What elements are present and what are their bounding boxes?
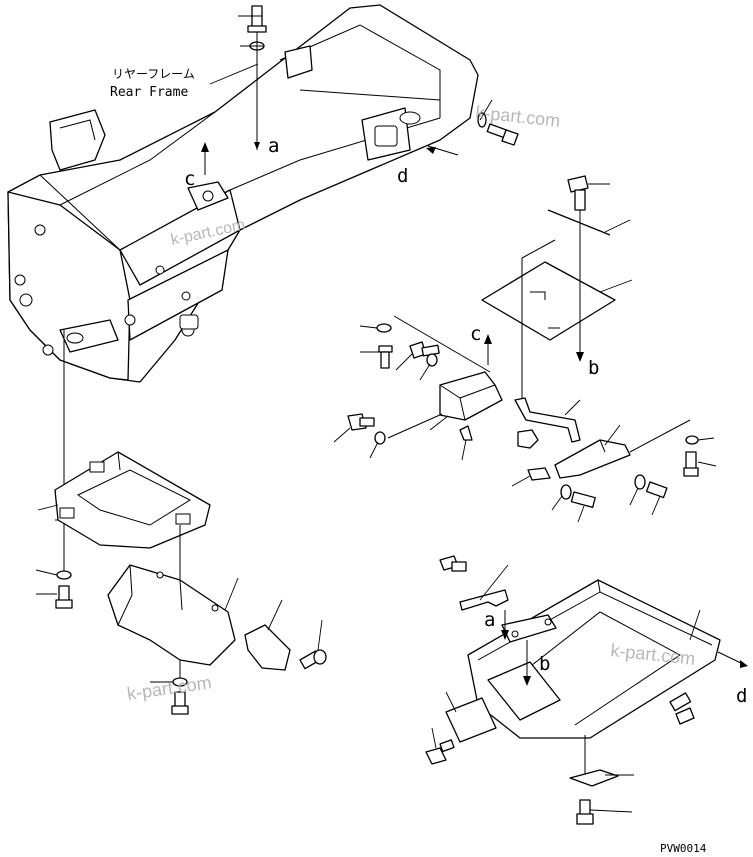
bottom-bolt — [576, 799, 633, 825]
bottom-bracket — [569, 769, 634, 787]
guard-inner-bracket — [501, 614, 557, 643]
small-bracket-right — [511, 467, 551, 487]
guard-bolt-right — [669, 692, 695, 725]
arrow-c-frame: c — [184, 142, 209, 190]
bolts-mid-left — [333, 315, 491, 459]
top-bolt-with-washer — [238, 5, 267, 150]
figure-code: PVW0014 — [660, 842, 707, 855]
right-guard — [554, 419, 691, 479]
rear-bolt-d: d — [397, 99, 519, 187]
label-a-top: a — [268, 135, 279, 157]
guard-pad — [445, 691, 497, 743]
small-clip-mid — [459, 425, 473, 461]
arrow-a-frame: a — [256, 135, 279, 157]
arrow-c-mid: c — [470, 323, 492, 365]
label-a-lower: a — [484, 609, 495, 631]
rear-frame-label-jp: リヤーフレーム — [112, 67, 195, 81]
arrow-d-lower: d — [717, 651, 748, 707]
rear-frame — [7, 4, 479, 383]
watermark-3: k-part.com — [126, 672, 213, 704]
guard-bolt-left — [425, 727, 455, 765]
label-c-frame: c — [184, 168, 195, 190]
rear-frame-label: リヤーフレーム Rear Frame — [110, 63, 259, 100]
lower-left-bolt — [35, 569, 73, 609]
clip-bolt — [299, 619, 327, 670]
label-b-lower: b — [539, 653, 550, 675]
arrow-a-lower: a — [484, 609, 509, 640]
watermark-1: k-part.com — [475, 102, 562, 131]
lower-center-bolt — [150, 677, 189, 715]
clip-small — [244, 599, 291, 671]
arrow-b-lower: b — [523, 640, 550, 686]
long-rod — [547, 209, 631, 236]
label-d-lower: d — [736, 685, 747, 707]
lower-left-cover — [37, 451, 211, 549]
cover-bracket-left — [107, 564, 239, 666]
label-c-mid: c — [470, 323, 481, 345]
nut-mid — [517, 429, 539, 449]
strap-bracket — [514, 397, 581, 443]
label-d-frame: d — [397, 165, 408, 187]
clip-plate-lower — [459, 564, 509, 611]
upper-right-plate — [481, 261, 633, 341]
bolt-top-right — [567, 175, 610, 211]
angle-bracket-mid — [429, 371, 503, 431]
bolts-right — [551, 435, 717, 523]
guard-bolt-top — [439, 555, 467, 572]
label-b-mid: b — [588, 357, 599, 379]
rear-frame-label-en: Rear Frame — [110, 85, 188, 100]
